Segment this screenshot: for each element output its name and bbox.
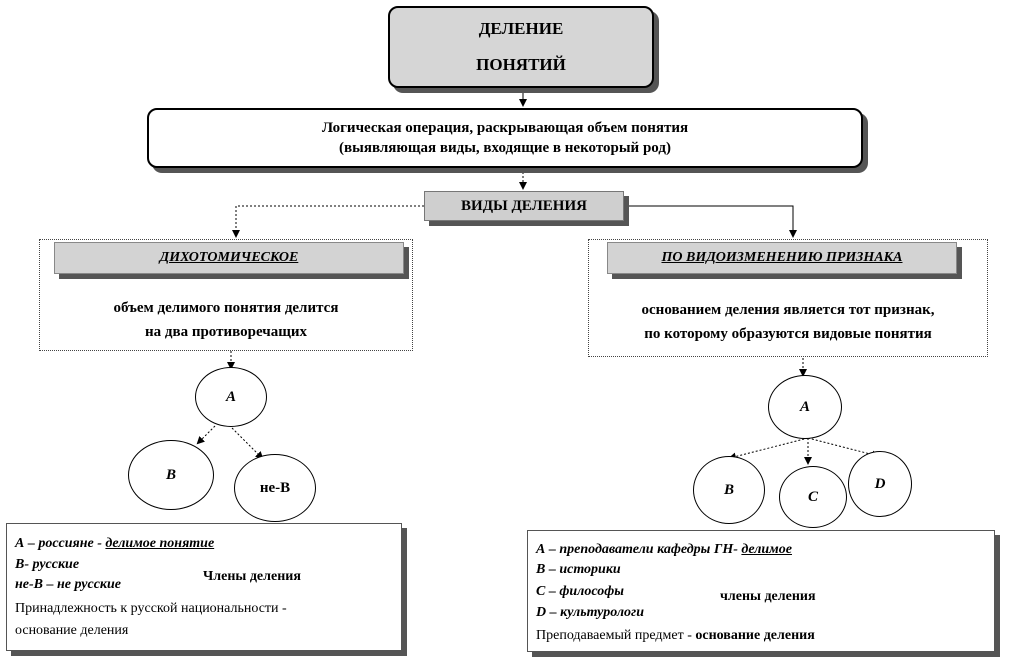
dichotomous-text-line1: объем делимого понятия делится xyxy=(113,300,339,316)
legend-left-line1-italic: А – россияне - xyxy=(15,536,106,551)
modification-panel: ПО ВИДОИЗМЕНЕНИЮ ПРИЗНАКА основанием дел… xyxy=(588,239,988,357)
legend-left-line3: не-В – не русские xyxy=(15,577,122,592)
legend-left-line4: Принадлежность к русской национальности … xyxy=(15,601,287,616)
legend-left-line1: А – россияне - делимое понятие xyxy=(15,534,214,553)
dichotomous-panel: ДИХОТОМИЧЕСКОЕ объем делимого понятия де… xyxy=(39,239,413,351)
legend-right-line4: D – культурологи xyxy=(536,605,644,620)
types-label-box: ВИДЫ ДЕЛЕНИЯ xyxy=(424,191,624,221)
dichotomous-description: объем делимого понятия делится на два пр… xyxy=(40,296,412,344)
legend-right-line5-normal: Преподаваемый предмет - xyxy=(536,628,696,643)
modification-header: ПО ВИДОИЗМЕНЕНИЮ ПРИЗНАКА xyxy=(607,242,957,274)
legend-left-line1-bold: делимое понятие xyxy=(105,536,215,551)
legend-left-line5: основание деления xyxy=(15,623,129,638)
legend-right-line5: Преподаваемый предмет - основание делени… xyxy=(536,626,815,645)
dichotomous-legend: А – россияне - делимое понятие В- русски… xyxy=(6,523,402,651)
node-c-right: С xyxy=(779,466,847,528)
dichotomous-header: ДИХОТОМИЧЕСКОЕ xyxy=(54,242,404,274)
legend-right-line5-bold: основание деления xyxy=(695,628,815,643)
legend-right-members: члены деления xyxy=(720,589,816,604)
legend-left-line2: В- русские xyxy=(15,557,80,572)
legend-right-line2: В – историки xyxy=(536,562,621,577)
legend-right-line1-bold: делимое xyxy=(741,542,792,557)
node-b-right: В xyxy=(693,456,765,524)
legend-right-line3: С – философы xyxy=(536,584,624,599)
title-line2: ПОНЯТИЙ xyxy=(476,55,566,74)
legend-right-line1-italic: А – преподаватели кафедры ГН- xyxy=(536,542,742,557)
legend-right-line1: А – преподаватели кафедры ГН- делимое xyxy=(536,540,792,559)
legend-left-members: Члены деления xyxy=(203,569,301,584)
modification-text-line2: по которому образуются видовые понятия xyxy=(644,326,932,342)
node-b-left: В xyxy=(128,440,214,510)
definition-line2: (выявляющая виды, входящие в некоторый р… xyxy=(339,140,671,156)
definition-line1: Логическая операция, раскрывающая объем … xyxy=(321,120,689,136)
dichotomous-text-line2: на два противоречащих xyxy=(144,324,308,340)
title-box: ДЕЛЕНИЕ ПОНЯТИЙ xyxy=(388,6,654,88)
definition-box: Логическая операция, раскрывающая объем … xyxy=(147,108,863,168)
node-a-left: А xyxy=(195,367,267,427)
title-line1: ДЕЛЕНИЕ xyxy=(478,19,564,38)
node-a-right: А xyxy=(768,375,842,439)
types-label: ВИДЫ ДЕЛЕНИЯ xyxy=(461,197,587,214)
modification-text-line1: основанием деления является тот признак, xyxy=(641,302,935,318)
modification-legend: А – преподаватели кафедры ГН- делимое В … xyxy=(527,530,995,652)
node-d-right: D xyxy=(848,451,912,517)
node-not-b: не-В xyxy=(234,454,316,522)
modification-description: основанием деления является тот признак,… xyxy=(589,298,987,346)
